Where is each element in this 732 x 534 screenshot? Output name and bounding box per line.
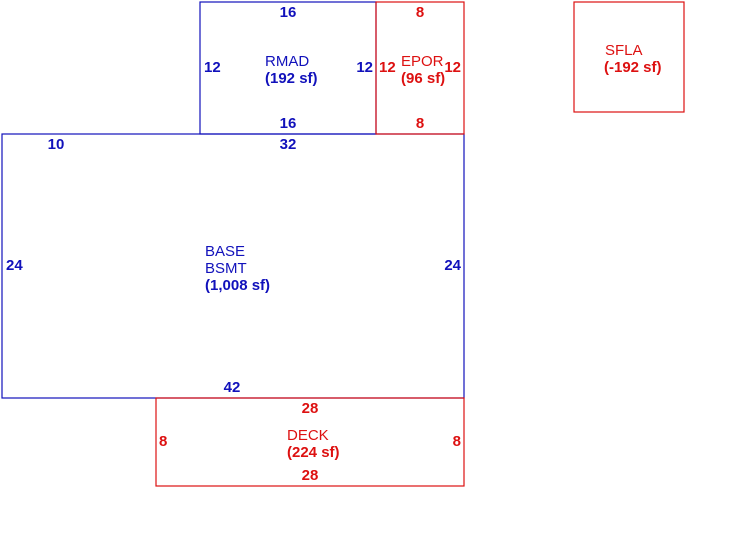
epor-area[interactable]: 8 8 12 12 EPOR (96 sf) <box>375 1 465 135</box>
deck-outline[interactable] <box>155 397 465 487</box>
epor-dim-bottom: 8 <box>416 115 424 132</box>
rmad-code-label: RMAD <box>265 53 309 70</box>
epor-dim-top: 8 <box>416 4 424 21</box>
deck-dim-right: 8 <box>453 433 461 450</box>
sfla-code-label: SFLA <box>605 42 643 59</box>
rmad-area-size: (192 sf) <box>265 70 318 87</box>
sfla-outline[interactable] <box>573 1 685 113</box>
deck-dim-bottom: 28 <box>302 467 319 484</box>
base-area-size: (1,008 sf) <box>205 277 270 294</box>
rmad-area[interactable]: 16 16 12 12 RMAD (192 sf) <box>199 1 377 135</box>
epor-dim-left: 12 <box>379 59 396 76</box>
base-dim-left: 24 <box>6 257 23 274</box>
epor-outline[interactable] <box>375 1 465 135</box>
base-dim-bottom: 42 <box>224 379 241 396</box>
sfla-area-size: (-192 sf) <box>604 59 662 76</box>
sfla-area[interactable]: SFLA (-192 sf) <box>573 1 685 113</box>
base-code2-label: BSMT <box>205 260 247 277</box>
epor-area-size: (96 sf) <box>401 70 445 87</box>
rmad-dim-bottom: 16 <box>280 115 297 132</box>
rmad-dim-left: 12 <box>204 59 221 76</box>
deck-area-size: (224 sf) <box>287 444 340 461</box>
deck-code-label: DECK <box>287 427 329 444</box>
deck-dim-left: 8 <box>159 433 167 450</box>
base-dim-right: 24 <box>444 257 461 274</box>
rmad-dim-top: 16 <box>280 4 297 21</box>
deck-area[interactable]: 28 28 8 8 DECK (224 sf) <box>155 397 465 487</box>
rmad-dim-right: 12 <box>356 59 373 76</box>
epor-code-label: EPOR <box>401 53 444 70</box>
epor-dim-right: 12 <box>444 59 461 76</box>
base-area[interactable]: 10 32 42 24 24 BASE BSMT (1,008 sf) <box>1 133 465 399</box>
base-code-label: BASE <box>205 243 245 260</box>
deck-dim-top: 28 <box>302 400 319 417</box>
base-dim-top: 32 <box>280 136 297 153</box>
base-dim-top-left: 10 <box>48 136 65 153</box>
